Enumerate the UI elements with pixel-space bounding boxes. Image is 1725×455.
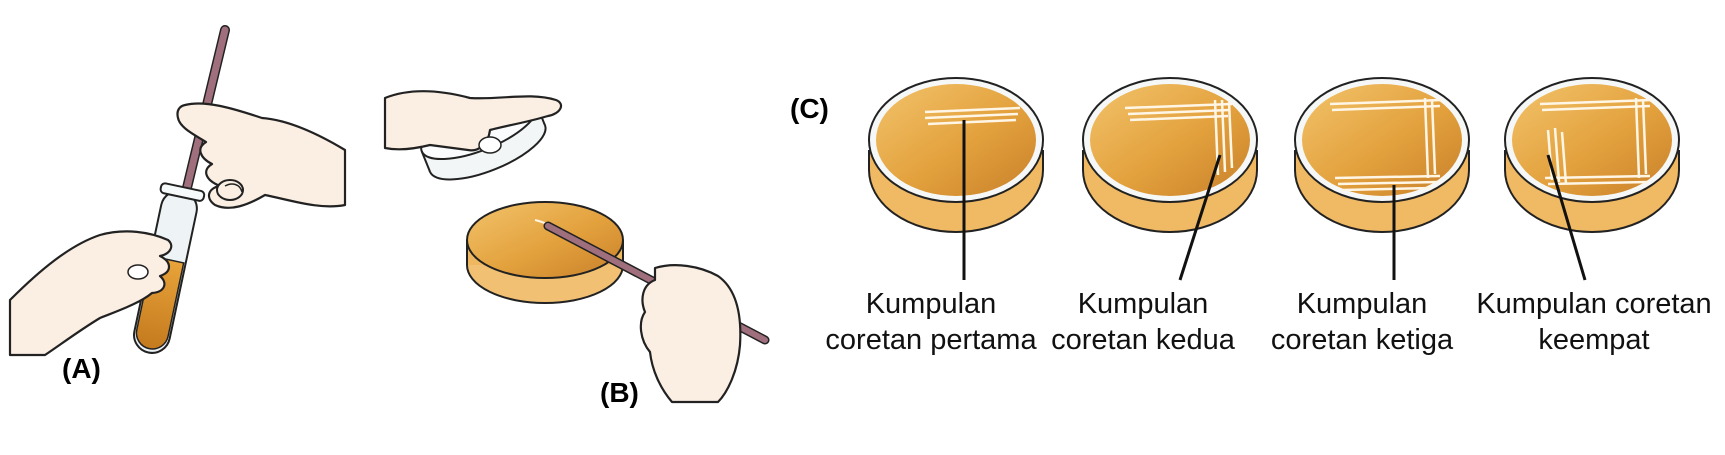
hand-streaking — [639, 264, 742, 404]
hand-holding-loop — [176, 102, 347, 209]
panel-b-illustration — [383, 90, 770, 404]
streak-group-4 — [1539, 97, 1653, 186]
dish-caption-3: Kumpulan coretan ketiga — [1270, 288, 1454, 356]
petri-dish-2 — [1082, 77, 1258, 233]
pointer-line-4 — [1546, 154, 1587, 281]
panel-b-label: (B) — [600, 377, 639, 408]
pointer-line-2 — [1178, 154, 1222, 281]
dish-caption-4: Kumpulan coretan keempat — [1476, 288, 1712, 356]
hand-holding-lid — [383, 90, 563, 152]
panel-a-illustration — [8, 25, 347, 357]
panel-c-label: (C) — [790, 93, 829, 124]
dish-caption-2: Kumpulan coretan kedua — [1051, 288, 1235, 356]
petri-dish-4 — [1504, 77, 1680, 233]
streak-group-1 — [924, 106, 1021, 126]
dish-caption-1: Kumpulan coretan pertama — [825, 288, 1037, 356]
streak-group-3 — [1329, 97, 1443, 192]
petri-dish-3 — [1294, 77, 1470, 233]
hand-holding-tube — [8, 230, 173, 357]
petri-dish-1 — [868, 77, 1044, 233]
panel-a-label: (A) — [62, 353, 101, 384]
